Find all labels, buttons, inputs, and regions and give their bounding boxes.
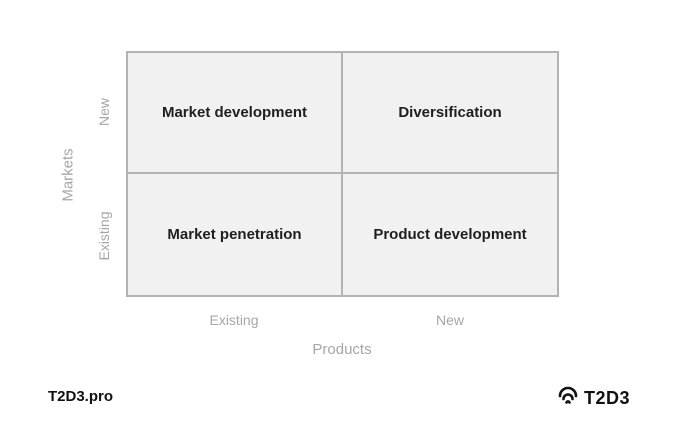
wifi-signal-icon bbox=[558, 386, 578, 411]
cell-market-penetration: Market penetration bbox=[128, 174, 343, 295]
x-tick-existing: Existing bbox=[209, 312, 259, 328]
brand-name: T2D3 bbox=[584, 388, 631, 408]
x-tick-new: New bbox=[435, 312, 465, 328]
cell-label: Market development bbox=[161, 104, 308, 121]
cell-product-development: Product development bbox=[343, 174, 557, 295]
y-axis-title: Markets bbox=[59, 148, 77, 202]
site-url: T2D3.pro bbox=[48, 388, 114, 405]
cell-label: Market penetration bbox=[167, 226, 302, 243]
cell-diversification: Diversification bbox=[343, 53, 557, 174]
x-axis-title: Products bbox=[312, 341, 372, 358]
cell-label: Product development bbox=[373, 226, 527, 243]
y-tick-new: New bbox=[96, 97, 112, 127]
cell-label: Diversification bbox=[398, 104, 502, 121]
cell-market-development: Market development bbox=[128, 53, 343, 174]
ansoff-matrix: Market development Diversification Marke… bbox=[126, 51, 559, 297]
brand-logo: T2D3 bbox=[558, 386, 630, 411]
y-tick-existing: Existing bbox=[96, 211, 112, 261]
